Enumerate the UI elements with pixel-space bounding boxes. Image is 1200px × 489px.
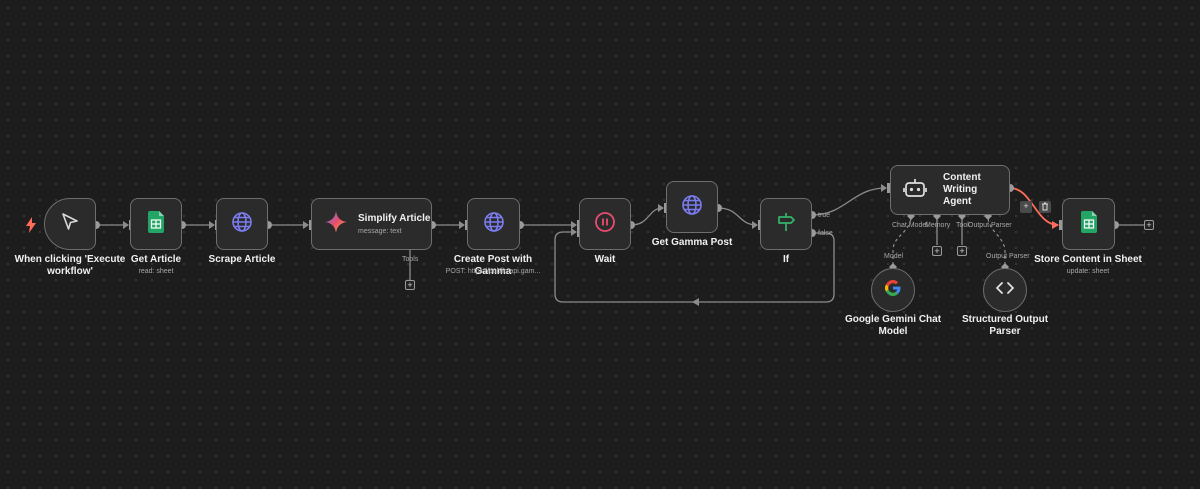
connection-delete-button[interactable] (1039, 201, 1051, 213)
node-if[interactable] (760, 198, 812, 250)
add-next-node-button[interactable]: + (1144, 220, 1154, 230)
node-label-parser-line1: Structured Output (961, 314, 1049, 325)
node-label-create-post: Create Post with Gamma (453, 254, 533, 277)
globe-icon (681, 194, 703, 221)
node-label-parser-line2: Parser (989, 326, 1021, 337)
port-label-chat-model: Chat Model (892, 222, 928, 229)
node-subtitle-get-article: read: sheet (138, 268, 174, 275)
node-label-trigger: When clicking 'Execute workflow' (14, 254, 126, 277)
trash-icon (1041, 202, 1049, 213)
port-label-parser: Output Parser (986, 253, 1030, 260)
node-label-gemini-line2: Model (878, 326, 908, 337)
gemini-star-icon (324, 210, 348, 239)
node-label-wait: Wait (594, 254, 616, 265)
port-label-tool: Tool (956, 222, 969, 229)
add-tool-button[interactable]: + (957, 246, 967, 256)
node-subtitle-create-post: POST: https://public-api.gam... (445, 268, 541, 275)
connection-add-button[interactable]: + (1020, 201, 1032, 213)
node-get-article[interactable] (130, 198, 182, 250)
node-title-simplify-article: Simplify Article (358, 213, 431, 224)
plus-icon: + (1023, 201, 1029, 211)
node-wait[interactable] (579, 198, 631, 250)
google-sheets-icon (148, 210, 164, 238)
node-get-gamma-post[interactable] (666, 181, 718, 233)
plus-icon: + (934, 246, 940, 256)
edge-parser-agent (987, 215, 1006, 265)
plus-icon: + (407, 280, 413, 290)
node-label-if: If (782, 254, 790, 265)
node-structured-output-parser[interactable] (983, 268, 1027, 312)
plus-icon: + (1146, 220, 1152, 230)
node-google-gemini-chat-model[interactable] (871, 268, 915, 312)
port-label-tools: Tools (402, 256, 419, 263)
if-true-label: true (818, 212, 831, 219)
edge-model-agent (892, 215, 912, 265)
agent-title-line1: Content Writing (943, 172, 981, 195)
node-subtitle-simplify-article: message: text (358, 228, 402, 235)
globe-icon (483, 211, 505, 238)
add-tool-button[interactable]: + (405, 280, 415, 290)
node-store-content-in-sheet[interactable] (1062, 198, 1115, 250)
add-memory-button[interactable]: + (932, 246, 942, 256)
robot-icon (903, 177, 927, 204)
node-create-post-gamma[interactable] (467, 198, 520, 250)
node-content-writing-agent[interactable]: Content Writing Agent (890, 165, 1010, 215)
globe-icon (231, 211, 253, 238)
node-manual-trigger[interactable] (44, 198, 96, 250)
node-label-scrape-article: Scrape Article (208, 254, 276, 265)
lightning-icon (26, 217, 36, 233)
edge-agent-store (1009, 187, 1059, 226)
port-label-model: Model (884, 253, 904, 260)
edge-if-true-agent (811, 187, 887, 216)
simplify-article-text: Simplify Article message: text (358, 213, 430, 235)
if-false-label: false (818, 230, 833, 237)
node-label-store-content: Store Content in Sheet (1034, 254, 1142, 265)
signpost-icon (775, 211, 797, 238)
node-subtitle-store-content: update: sheet (1066, 268, 1110, 275)
node-scrape-article[interactable] (216, 198, 268, 250)
node-label-gemini-line1: Google Gemini Chat (844, 314, 942, 325)
agent-title: Content Writing Agent (943, 172, 1009, 208)
plus-icon: + (959, 246, 965, 256)
google-sheets-icon (1080, 210, 1097, 238)
port-label-output-parser: Output Parser (968, 222, 1012, 229)
port-label-memory: Memory (925, 222, 951, 229)
node-label-get-gamma-post: Get Gamma Post (651, 237, 733, 248)
agent-title-line2: Agent (943, 196, 972, 207)
cursor-icon (59, 211, 81, 238)
node-label-get-article: Get Article (130, 254, 182, 265)
pause-icon (594, 211, 616, 238)
node-simplify-article[interactable]: Simplify Article message: text (311, 198, 432, 250)
google-g-icon (884, 279, 902, 302)
code-brackets-icon (996, 281, 1014, 300)
edge-get-gamma-if (717, 207, 758, 226)
